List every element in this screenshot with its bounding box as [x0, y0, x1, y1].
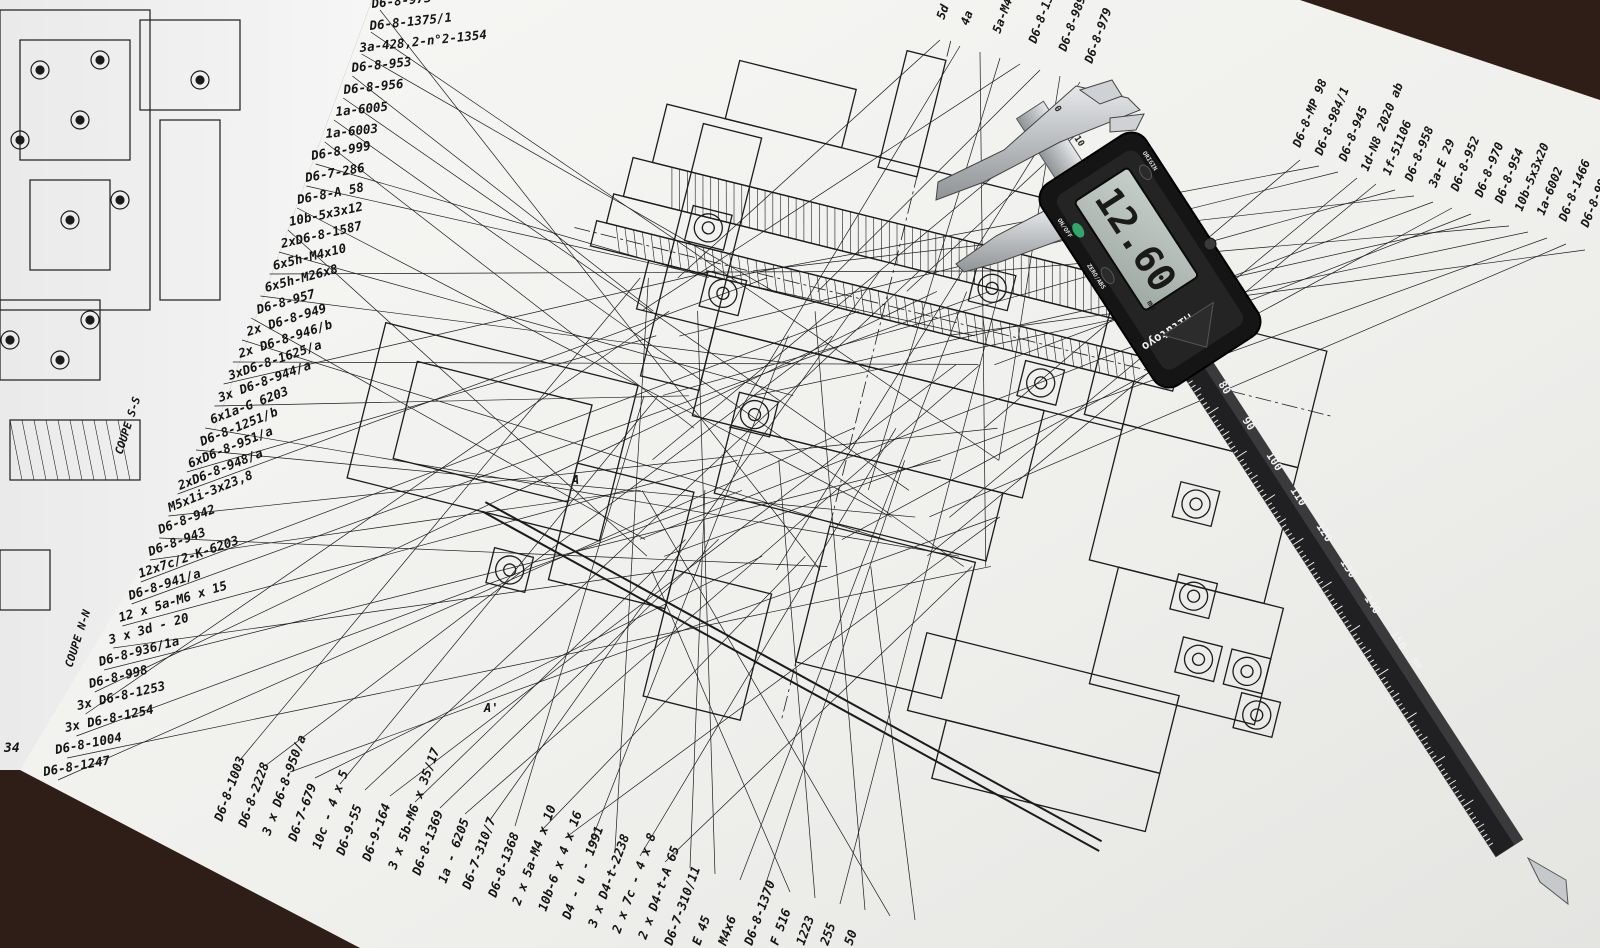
- top-label: D6-8-953: [350, 54, 412, 75]
- scale-number: 90: [1239, 415, 1257, 433]
- detail-mark-a: A: [571, 473, 579, 487]
- fixed-jaw: [935, 85, 1141, 201]
- left-page-drawing: [0, 9, 241, 611]
- jaw-scale: 10: [1071, 134, 1085, 149]
- top-label: D6-8-956: [342, 76, 405, 97]
- detail-mark-a-prime: A': [483, 701, 498, 715]
- left-page: [0, 0, 372, 770]
- top-right-label: 4a: [958, 9, 976, 27]
- lcd-display: [1074, 167, 1199, 311]
- caliper-head: 12.60 mm ON/OFF ZERO/ABS ORIGIN Mitutoyo: [1038, 131, 1262, 389]
- top-label: D6-8-973: [370, 0, 432, 11]
- beam-scale-ticks: [1179, 363, 1494, 847]
- inside-jaw: [1078, 79, 1123, 105]
- inside-jaw-slider: [1109, 113, 1145, 133]
- lock-screw[interactable]: [1203, 237, 1217, 251]
- scale-number: 80: [1215, 379, 1233, 397]
- jaw-scale: 0: [1051, 104, 1062, 114]
- page-number: 34: [3, 741, 20, 756]
- depth-rod-tip: [1526, 856, 1569, 906]
- lcd-unit: mm: [1145, 299, 1158, 312]
- top-label: 1a-6003: [325, 121, 379, 141]
- cross-section-drawing: [346, 40, 1332, 852]
- origin-button[interactable]: [1137, 163, 1154, 182]
- thumb-roller[interactable]: [1161, 301, 1232, 363]
- on-off-button[interactable]: [1070, 221, 1087, 240]
- top-right-label: 5d: [934, 2, 952, 21]
- zero-abs-button[interactable]: [1099, 265, 1117, 286]
- top-label-column: D6-8-973 D6-8-1375/1 3a-428,2-n°2-1354 D…: [325, 0, 488, 141]
- digital-caliper: 80 90 100 110 120 130 140 150 mm ABSOLUT…: [935, 79, 1569, 906]
- bottom-label: 50: [841, 928, 860, 947]
- top-label: 1a-6005: [335, 99, 389, 119]
